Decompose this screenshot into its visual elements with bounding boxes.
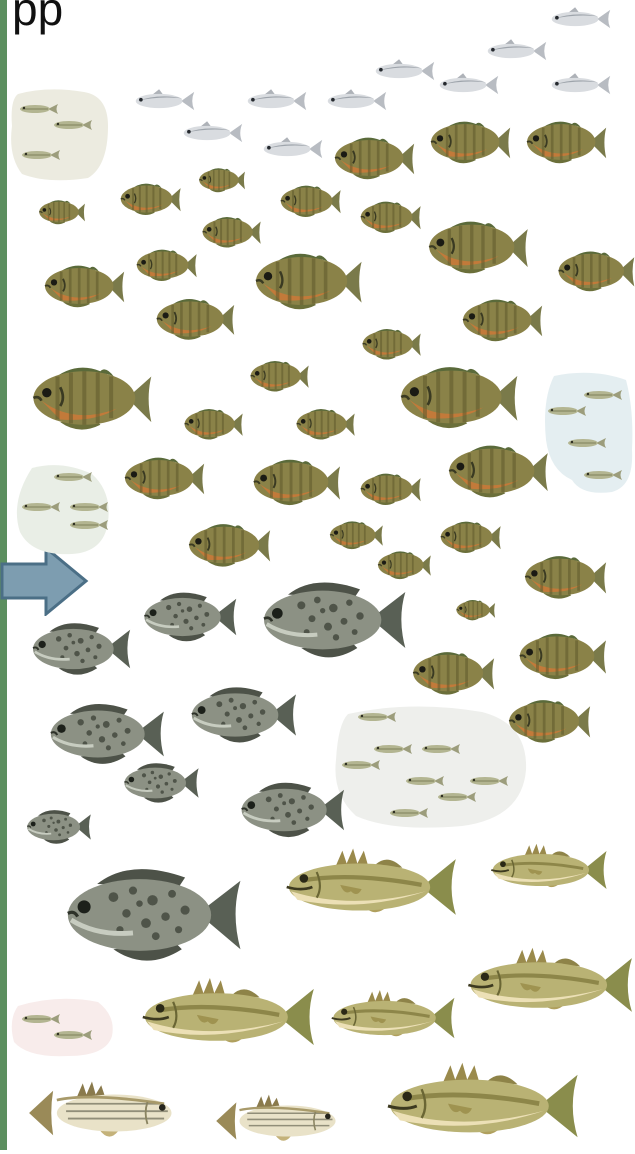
bluegill-fish-icon bbox=[418, 212, 530, 282]
minnow-fish-icon bbox=[18, 102, 58, 116]
minnow-school-bg bbox=[8, 996, 116, 1058]
minnow-fish-icon bbox=[68, 500, 108, 514]
bluegill-fish-icon bbox=[244, 356, 310, 396]
minnow-fish-icon bbox=[20, 1012, 60, 1026]
shad-fish-icon bbox=[178, 120, 244, 146]
crappie-fish-icon bbox=[134, 586, 238, 648]
shad-fish-icon bbox=[130, 88, 196, 114]
bluegill-fish-icon bbox=[326, 130, 416, 186]
shad-fish-icon bbox=[546, 6, 612, 32]
bluegill-fish-icon bbox=[34, 196, 86, 228]
shad-fish-icon bbox=[242, 88, 308, 114]
bluegill-fish-icon bbox=[454, 292, 544, 348]
bluegill-fish-icon bbox=[452, 596, 496, 624]
bluegill-fish-icon bbox=[178, 404, 244, 444]
bluegill-fish-icon bbox=[510, 626, 608, 686]
minnow-fish-icon bbox=[20, 148, 60, 162]
minnow-fish-icon bbox=[52, 470, 92, 484]
bluegill-fish-icon bbox=[194, 164, 246, 196]
crappie-fish-icon bbox=[20, 806, 92, 848]
bluegill-fish-icon bbox=[550, 244, 635, 298]
minnow-fish-icon bbox=[582, 388, 622, 402]
crappie-fish-icon bbox=[44, 858, 248, 972]
shad-fish-icon bbox=[546, 72, 612, 98]
bluegill-fish-icon bbox=[180, 516, 272, 574]
crappie-fish-icon bbox=[248, 572, 408, 668]
minnow-fish-icon bbox=[52, 118, 92, 132]
bluegill-fish-icon bbox=[518, 114, 608, 170]
minnow-fish-icon bbox=[468, 774, 508, 788]
minnow-fish-icon bbox=[420, 742, 460, 756]
minnow-fish-icon bbox=[372, 742, 412, 756]
white-bass-fish-icon bbox=[20, 1076, 188, 1150]
bluegill-fish-icon bbox=[290, 404, 356, 444]
minnow-fish-icon bbox=[436, 790, 476, 804]
minnow-fish-icon bbox=[20, 500, 60, 514]
minnow-fish-icon bbox=[356, 710, 396, 724]
largemouth-bass-fish-icon bbox=[484, 840, 608, 900]
bluegill-fish-icon bbox=[500, 692, 592, 750]
shad-fish-icon bbox=[370, 58, 436, 84]
bluegill-fish-icon bbox=[244, 244, 364, 318]
minnow-fish-icon bbox=[340, 758, 380, 772]
bluegill-fish-icon bbox=[438, 436, 550, 506]
shad-fish-icon bbox=[258, 136, 324, 162]
minnow-fish-icon bbox=[52, 1028, 92, 1042]
bluegill-fish-icon bbox=[148, 292, 236, 346]
bluegill-fish-icon bbox=[114, 178, 182, 220]
right-arrow-icon bbox=[0, 546, 90, 621]
slide-title-fragment: pp bbox=[12, 0, 63, 32]
minnow-fish-icon bbox=[388, 806, 428, 820]
bluegill-fish-icon bbox=[130, 244, 198, 286]
minnow-fish-icon bbox=[404, 774, 444, 788]
bluegill-fish-icon bbox=[36, 258, 126, 314]
shad-fish-icon bbox=[322, 88, 388, 114]
shad-fish-icon bbox=[434, 72, 500, 98]
bluegill-fish-icon bbox=[20, 356, 154, 440]
minnow-fish-icon bbox=[582, 468, 622, 482]
bluegill-fish-icon bbox=[404, 644, 496, 702]
bluegill-fish-icon bbox=[388, 356, 520, 438]
bluegill-fish-icon bbox=[274, 180, 342, 222]
bluegill-fish-icon bbox=[244, 452, 342, 512]
shad-fish-icon bbox=[482, 38, 548, 64]
minnow-school-bg bbox=[8, 86, 110, 182]
bluegill-fish-icon bbox=[516, 548, 608, 606]
bluegill-fish-icon bbox=[434, 516, 502, 558]
largemouth-bass-fish-icon bbox=[324, 986, 456, 1050]
minnow-fish-icon bbox=[546, 404, 586, 418]
bluegill-fish-icon bbox=[354, 196, 422, 238]
largemouth-bass-fish-icon bbox=[458, 942, 634, 1028]
crappie-fish-icon bbox=[116, 758, 200, 808]
largemouth-bass-fish-icon bbox=[366, 1058, 590, 1154]
bluegill-fish-icon bbox=[422, 114, 512, 170]
minnow-fish-icon bbox=[68, 518, 108, 532]
bluegill-fish-icon bbox=[116, 450, 206, 506]
crappie-fish-icon bbox=[22, 616, 132, 682]
crappie-fish-icon bbox=[230, 776, 346, 844]
crappie-fish-icon bbox=[180, 680, 298, 750]
largemouth-bass-fish-icon bbox=[276, 842, 458, 932]
minnow-fish-icon bbox=[566, 436, 606, 450]
largemouth-bass-fish-icon bbox=[132, 972, 316, 1062]
white-bass-fish-icon bbox=[196, 1090, 362, 1152]
bluegill-fish-icon bbox=[354, 468, 422, 510]
